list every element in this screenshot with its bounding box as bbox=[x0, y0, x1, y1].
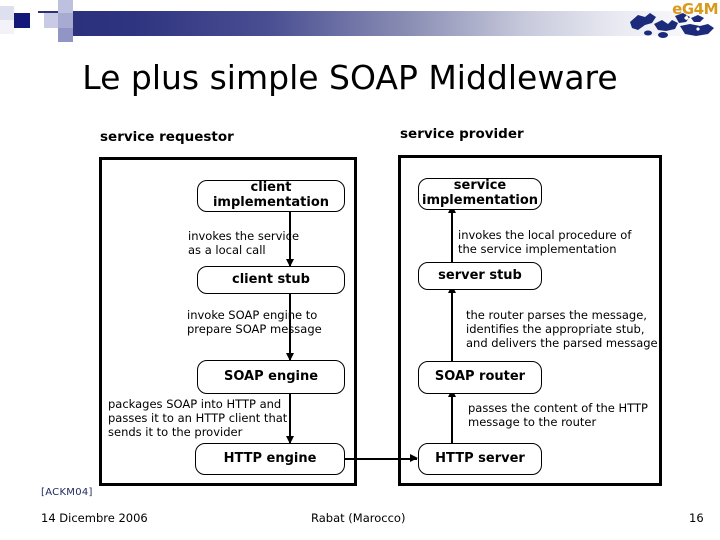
panel-label-service-provider: service provider bbox=[400, 126, 524, 142]
header-decoration-square bbox=[0, 6, 14, 20]
header-decoration-square bbox=[44, 28, 58, 41]
connector-soap-engine-to-http-engine bbox=[289, 393, 291, 443]
header-decoration-square bbox=[30, 41, 44, 51]
connector-server-stub-to-service-impl bbox=[451, 209, 453, 263]
header-decoration-square bbox=[58, 0, 73, 13]
annotation-invokes-service-local-call: invokes the service as a local call bbox=[188, 229, 300, 258]
header-decoration-square bbox=[58, 13, 73, 28]
footer-date: 14 Dicembre 2006 bbox=[41, 511, 148, 525]
footer-location: Rabat (Marocco) bbox=[311, 511, 406, 525]
node-http-engine[interactable]: HTTP engine bbox=[195, 443, 345, 475]
brand-logo: eG4M bbox=[628, 0, 720, 44]
header-gradient-band bbox=[38, 11, 720, 36]
annotation-invokes-local-procedure: invokes the local procedure of the servi… bbox=[458, 228, 632, 257]
node-service-implementation[interactable]: service implementation bbox=[418, 178, 542, 210]
header-decoration-square bbox=[58, 28, 73, 42]
arrowhead-down-icon bbox=[285, 436, 294, 444]
connector-http-server-to-soap-router bbox=[451, 393, 453, 444]
node-client-stub[interactable]: client stub bbox=[197, 266, 345, 294]
panel-service-provider bbox=[398, 155, 662, 486]
annotation-router-parses-message: the router parses the message, identifie… bbox=[466, 308, 658, 351]
connector-soap-router-to-server-stub bbox=[451, 289, 453, 362]
footer-page-number: 16 bbox=[689, 511, 704, 525]
connector-http-engine-to-http-server bbox=[345, 458, 417, 460]
arrowhead-right-icon bbox=[410, 454, 418, 462]
mediterranean-map-icon bbox=[630, 13, 714, 38]
annotation-invoke-soap-engine: invoke SOAP engine to prepare SOAP messa… bbox=[187, 308, 322, 337]
header-decoration-square bbox=[0, 20, 14, 34]
annotation-passes-http-content: passes the content of the HTTP message t… bbox=[468, 401, 648, 430]
node-http-server[interactable]: HTTP server bbox=[418, 443, 542, 475]
arrowhead-down-icon bbox=[285, 353, 294, 361]
reference-citation: [ACKM04] bbox=[41, 487, 93, 498]
connector-client-impl-to-client-stub bbox=[289, 211, 291, 266]
header-decoration-square bbox=[14, 13, 30, 28]
node-soap-engine[interactable]: SOAP engine bbox=[197, 360, 345, 394]
panel-label-service-requestor: service requestor bbox=[100, 129, 234, 145]
node-client-implementation[interactable]: client implementation bbox=[197, 180, 345, 212]
header-decoration-square bbox=[44, 13, 58, 28]
header-decoration-square bbox=[30, 28, 44, 41]
header-decoration-square bbox=[30, 13, 44, 28]
node-server-stub[interactable]: server stub bbox=[418, 262, 542, 290]
arrowhead-down-icon bbox=[285, 259, 294, 267]
connector-client-stub-to-soap-engine bbox=[289, 293, 291, 360]
node-soap-router[interactable]: SOAP router bbox=[418, 361, 542, 394]
annotation-packages-soap-into-http: packages SOAP into HTTP and passes it to… bbox=[108, 397, 288, 440]
page-title: Le plus simple SOAP Middleware bbox=[82, 58, 618, 98]
